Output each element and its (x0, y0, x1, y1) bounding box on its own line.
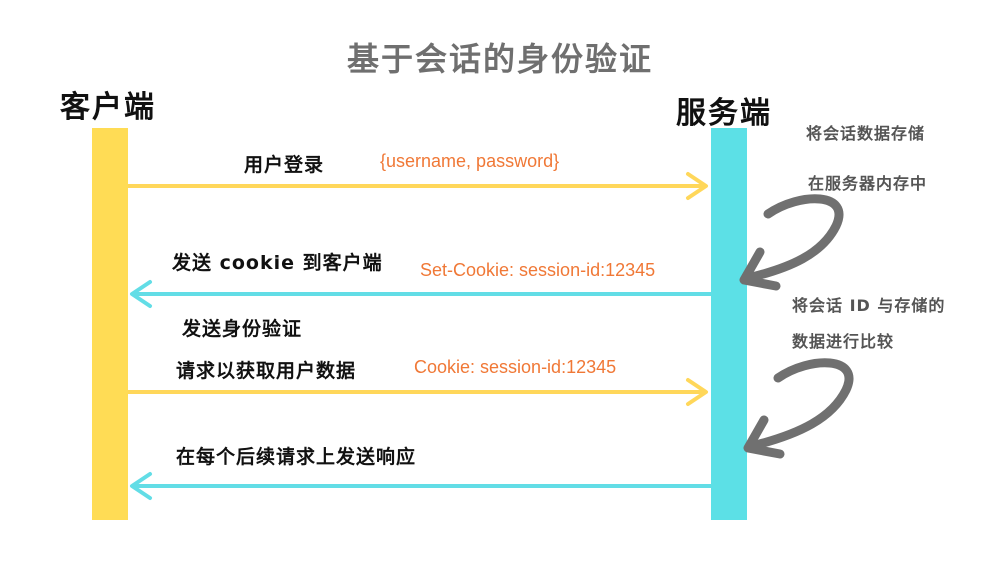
note-store-line2: 在服务器内存中 (808, 174, 928, 193)
request-arrow-login (128, 172, 708, 200)
message-set-cookie-label: 发送 cookie 到客户端 (172, 252, 383, 274)
message-auth-payload: Cookie: session-id:12345 (414, 357, 617, 377)
curved-arrow-compare-note (743, 358, 854, 459)
server-actor-label: 服务端 (676, 96, 772, 131)
note-compare-line1: 将会话 ID 与存储的 (792, 296, 946, 315)
response-arrow-set-cookie (130, 280, 711, 308)
response-arrow-subsequent (130, 472, 711, 500)
message-login-label: 用户登录 (244, 154, 325, 176)
note-compare-line2: 数据进行比较 (792, 332, 895, 351)
message-auth-label-line2: 请求以获取用户数据 (176, 360, 357, 382)
client-lifeline (92, 128, 128, 520)
message-set-cookie-payload: Set-Cookie: session-id:12345 (420, 260, 656, 280)
note-store-line1: 将会话数据存储 (806, 124, 926, 143)
message-login-payload: {username, password} (380, 151, 560, 171)
curved-arrow-store-note (739, 194, 844, 291)
message-response-label: 在每个后续请求上发送响应 (176, 446, 417, 468)
request-arrow-authenticated (128, 378, 708, 406)
diagram-title: 基于会话的身份验证 (346, 40, 653, 78)
server-lifeline (711, 128, 747, 520)
message-auth-label-line1: 发送身份验证 (182, 318, 303, 340)
client-actor-label: 客户端 (60, 90, 156, 125)
